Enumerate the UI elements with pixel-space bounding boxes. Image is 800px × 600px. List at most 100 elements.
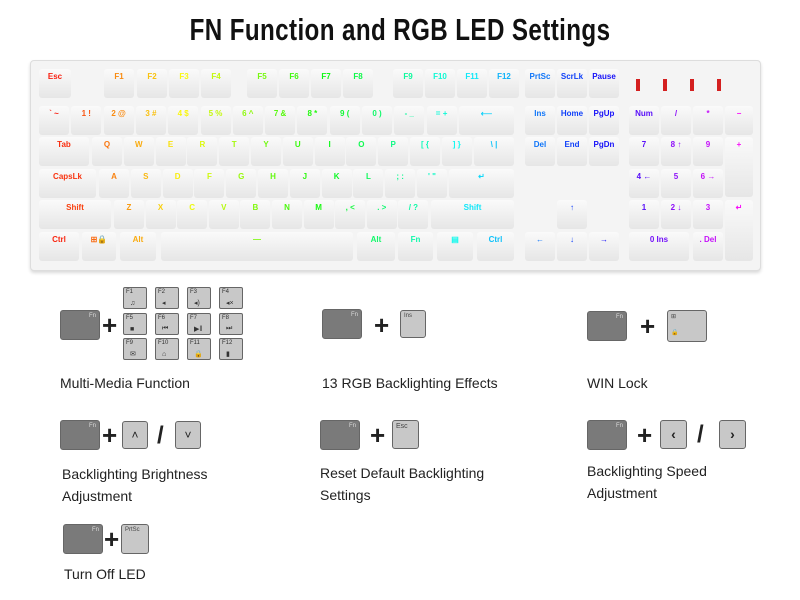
media-key-icon: ◂× [226, 300, 234, 307]
plus-sign: + [102, 310, 118, 340]
down-arrow-key: ˅ [175, 421, 201, 449]
key-ctrl-8: ← [525, 232, 555, 261]
fn-key-label: Fn [348, 423, 356, 429]
key-shift-10: / ? [398, 200, 429, 229]
key-f-4: F4 [201, 69, 231, 98]
key-shift-4: V [208, 200, 239, 229]
key-tab-18: 8 ↑ [661, 137, 691, 166]
key-shift-7: M [303, 200, 334, 229]
brightness-caption-1: Backlighting Brightness [62, 466, 208, 482]
key-caps-7: J [289, 169, 320, 198]
key-ctrl-0: Ctrl [39, 232, 79, 261]
key-f-2: F2 [137, 69, 167, 98]
key-number-1: 1 ! [71, 106, 102, 135]
media-key-label: F12 [222, 340, 233, 346]
fn-key-label: Fn [91, 527, 99, 533]
fn-key-label: Fn [88, 313, 96, 319]
media-key-icon: ■ [130, 325, 135, 333]
media-key-f3: F3 ◂) [187, 287, 211, 309]
key-number-18: / [661, 106, 691, 135]
key-tab-9: O [346, 137, 377, 166]
media-key-icon: ♫ [130, 300, 136, 307]
media-key-f8: F8⏭ [219, 312, 243, 335]
media-key-icon: ◂ [162, 300, 166, 307]
key-tab-5: T [219, 137, 250, 166]
winlock-caption: WIN Lock [587, 375, 648, 391]
key-number-3: 3 # [135, 106, 166, 135]
windows-icon: ⊞ [671, 314, 677, 320]
key-shift-1: Z [114, 200, 144, 229]
esc-key: Esc [392, 420, 419, 449]
key-f-11: F11 [457, 69, 487, 98]
media-key-f9: F9 ✉ [123, 338, 147, 360]
fn-key: Fn [587, 311, 627, 341]
media-key-label: F4 [222, 289, 230, 295]
media-key-label: F5 [126, 314, 134, 321]
key-tab-17: 7 [629, 137, 659, 166]
key-number-10: 0 ) [362, 106, 392, 135]
key-caps-9: L [353, 169, 384, 198]
key-f-0: Esc [39, 69, 71, 98]
key-caps-11: ' " [417, 169, 447, 198]
key-number-0: ` ~ [39, 106, 69, 135]
up-arrow-key: ˄ [122, 421, 148, 449]
left-arrow-key: ‹ [660, 420, 687, 449]
key-ctrl-5: Fn [398, 232, 433, 261]
key-number-2: 2 @ [103, 106, 134, 135]
media-key-label: F9 [126, 340, 134, 346]
key-f-10: F10 [425, 69, 455, 98]
plus-sign: + [102, 420, 118, 450]
key-shift-9: . > [366, 200, 397, 229]
key-ctrl-11: 0 Ins [629, 232, 689, 261]
key-caps-3: D [162, 169, 193, 198]
key-f-6: F6 [279, 69, 309, 98]
key-number-19: * [693, 106, 723, 135]
media-key-f10: F10⌂ [155, 338, 179, 360]
media-key-f7: F7▶‖ [187, 312, 211, 335]
key-number-14: Ins [525, 106, 555, 135]
key-shift-8: , < [335, 200, 366, 229]
key-caps-1: A [99, 169, 129, 198]
media-key-icon: ◂) [194, 300, 200, 307]
key-tab-6: Y [251, 137, 281, 166]
indicator-led-3 [717, 79, 721, 91]
key-number-9: 9 ( [329, 106, 360, 135]
key-f-1: F1 [104, 69, 134, 98]
key-number-16: PgUp [589, 106, 619, 135]
key-caps-12: ↵ [449, 169, 514, 198]
key-tab-7: U [282, 137, 313, 166]
media-key-label: F10 [158, 340, 169, 346]
media-key-f5: F5 ■ [123, 312, 147, 335]
page-title: FN Function and RGB LED Settings [189, 12, 611, 47]
key-caps-15: 6 → [693, 169, 723, 198]
media-key-label: F11 [190, 340, 200, 346]
key-number-17: Num [629, 106, 659, 135]
indicator-led-2 [690, 79, 694, 91]
win-key: ⊞🔒 [667, 310, 707, 342]
key-tab-14: Del [525, 137, 555, 166]
key-caps-4: F [194, 169, 225, 198]
key-caps-8: K [321, 169, 352, 198]
key-tab-15: End [557, 137, 587, 166]
media-key-icon: ✉ [130, 351, 136, 358]
speed-caption-2: Adjustment [587, 485, 658, 501]
key-tab-3: E [155, 137, 186, 166]
key-f-3: F3 [169, 69, 199, 98]
plus-sign: + [374, 310, 390, 340]
key-f-9: F9 [393, 69, 423, 98]
slash-separator: / [157, 422, 164, 449]
key-caps-14: 5 [661, 169, 691, 198]
key-number-20: − [725, 106, 753, 135]
media-key-f1: F1♫ [123, 287, 147, 309]
key-tab-2: W [123, 137, 154, 166]
fn-key: Fn [587, 420, 627, 450]
lock-icon: 🔒 [671, 330, 679, 336]
fn-key: Fn [60, 310, 100, 340]
speed-caption-1: Backlighting Speed [587, 463, 707, 479]
media-key-icon: ▶‖ [194, 325, 203, 333]
media-key-icon: 🔒 [194, 351, 203, 358]
media-key-label: F3 [190, 289, 198, 295]
key-tab-8: I [314, 137, 345, 166]
key-shift-0: Shift [39, 200, 111, 229]
